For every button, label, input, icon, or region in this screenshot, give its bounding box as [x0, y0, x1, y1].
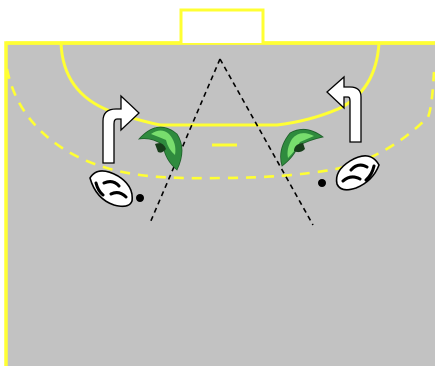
court-surface	[6, 43, 435, 366]
ball-icon	[136, 194, 144, 202]
goal-frame	[181, 10, 263, 43]
goal-icon	[181, 10, 263, 43]
ball-icon	[318, 179, 326, 187]
